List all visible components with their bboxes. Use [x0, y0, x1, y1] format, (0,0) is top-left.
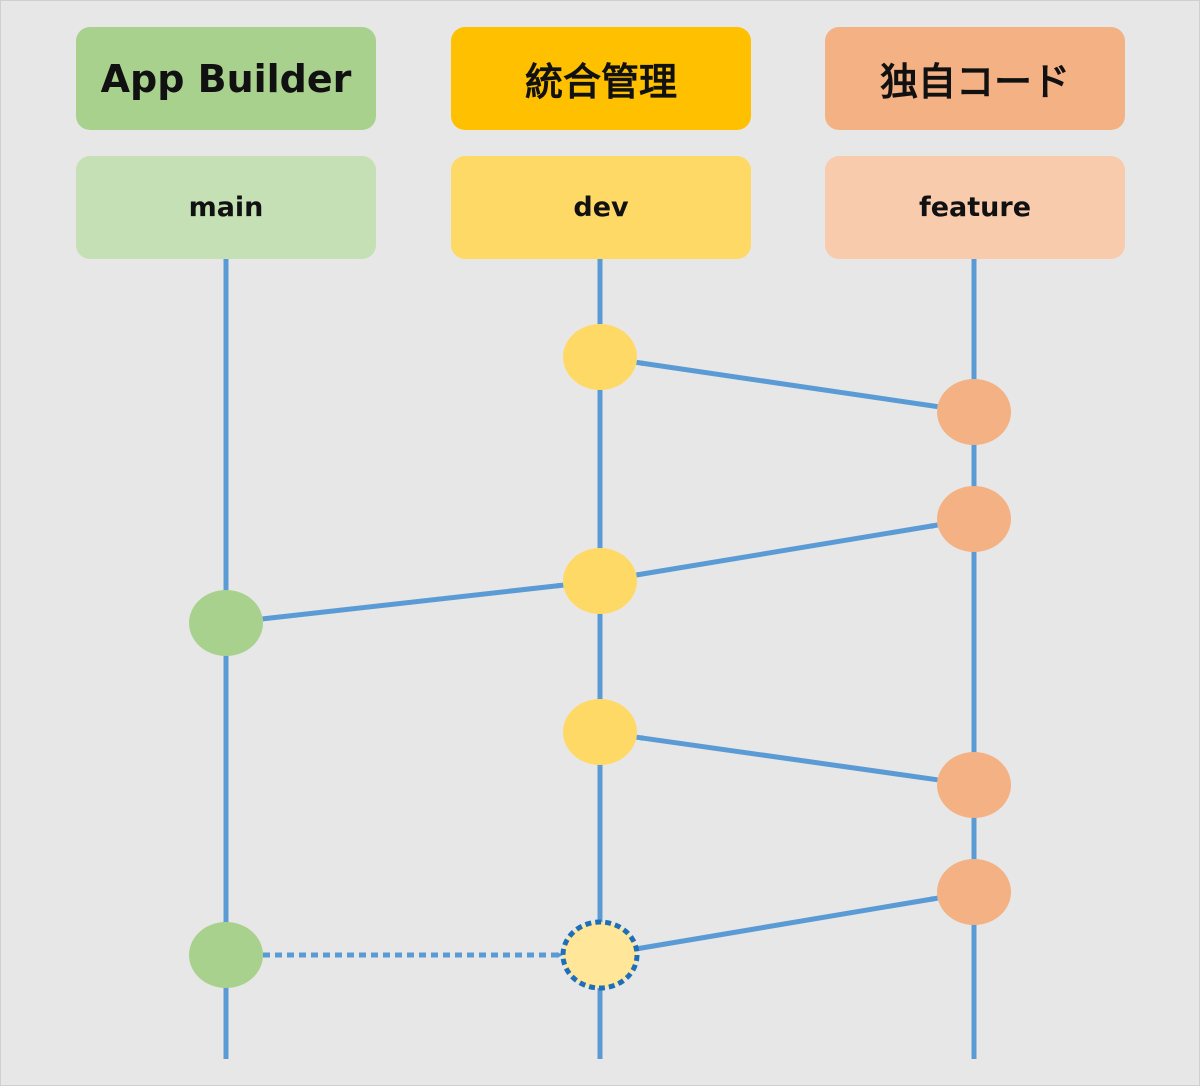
column-header-custom-code: 独自コード: [825, 27, 1125, 130]
merge-arrow-f1-to-d1: [636, 359, 938, 410]
column-header-app-builder: App Builder: [76, 27, 376, 130]
commit-node-d1: [563, 324, 637, 390]
branch-label-dev: dev: [451, 156, 751, 259]
pending-commit-node-d4: [560, 919, 640, 991]
commit-node-f4: [937, 859, 1011, 925]
merge-arrow-d2-to-f2: [635, 522, 939, 578]
commit-node-f3: [937, 752, 1011, 818]
commit-node-f1: [937, 379, 1011, 445]
commit-node-d2: [563, 548, 637, 614]
merge-arrow-m1-to-d2: [262, 582, 564, 622]
merge-arrow-f3-to-d3: [636, 734, 938, 783]
column-header-integration: 統合管理: [451, 27, 751, 130]
branch-label-main: main: [76, 156, 376, 259]
commit-node-f2: [937, 486, 1011, 552]
merge-arrow-d4-to-f4: [635, 895, 939, 952]
commit-node-m2: [189, 922, 263, 988]
commit-node-m1: [189, 590, 263, 656]
commit-node-d3: [563, 699, 637, 765]
branch-label-feature: feature: [825, 156, 1125, 259]
